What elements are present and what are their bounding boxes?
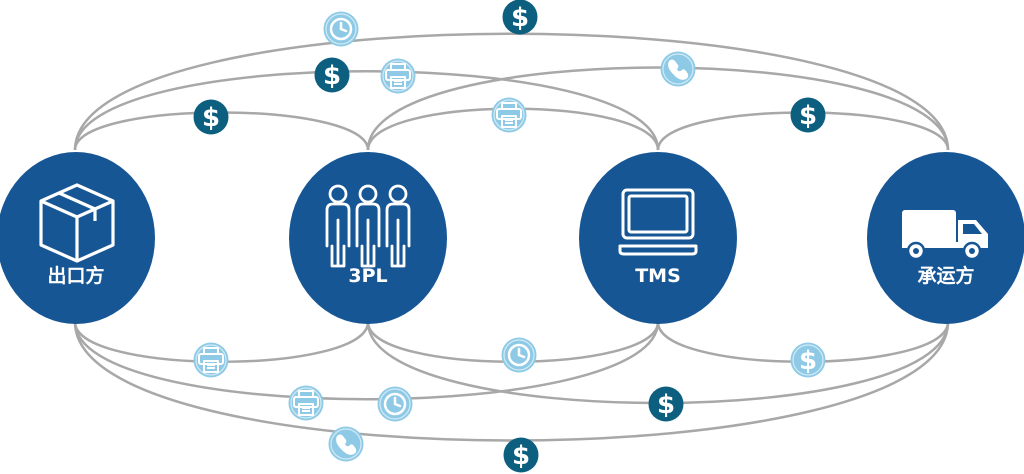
badge-clock xyxy=(323,11,359,47)
dollar-sign-glyph: $ xyxy=(799,346,817,376)
badge-circle xyxy=(502,0,538,35)
badge-group: $ $ $ $ $ $ $ xyxy=(193,0,826,473)
printer-icon xyxy=(385,63,411,89)
package-box-icon xyxy=(39,183,115,263)
dollar-icon: $ xyxy=(799,346,817,376)
node-3pl: 3PL xyxy=(289,152,447,324)
badge-dollar: $ xyxy=(503,437,539,473)
dollar-icon: $ xyxy=(511,3,529,33)
badge-circle xyxy=(648,386,684,422)
badge-circle xyxy=(328,426,364,462)
node-tms: TMS xyxy=(579,152,737,324)
badge-dollar: $ xyxy=(790,342,826,378)
dollar-icon: $ xyxy=(202,103,220,133)
badge-printer xyxy=(193,342,229,378)
laptop-icon xyxy=(618,188,698,256)
dollar-sign-glyph: $ xyxy=(799,101,817,131)
three-people-icon xyxy=(325,184,411,268)
badge-dollar: $ xyxy=(314,57,350,93)
node-group: 出口方 3PL TMS 承运方 xyxy=(0,152,1024,324)
clock-icon xyxy=(507,343,531,367)
node-label: 承运方 xyxy=(917,264,974,287)
badge-circle xyxy=(790,97,826,133)
arc-3pl-carrier-top xyxy=(366,66,950,151)
arc-exporter-tms-bottom xyxy=(73,321,660,401)
phone-icon xyxy=(336,434,357,455)
badge-phone xyxy=(660,51,696,87)
clock-icon xyxy=(329,17,353,41)
delivery-truck-icon xyxy=(902,210,988,261)
dollar-sign-glyph: $ xyxy=(657,390,675,420)
phone-icon xyxy=(668,59,689,80)
badge-circle xyxy=(193,99,229,135)
badge-dollar: $ xyxy=(790,97,826,133)
node-label: TMS xyxy=(635,265,681,287)
badge-clock xyxy=(501,337,537,373)
node-exporter: 出口方 xyxy=(0,152,155,324)
connector-lines xyxy=(73,32,950,442)
dollar-sign-glyph: $ xyxy=(202,103,220,133)
dollar-sign-glyph: $ xyxy=(511,3,529,33)
badge-dollar: $ xyxy=(193,99,229,135)
badge-printer xyxy=(380,58,416,94)
badge-circle xyxy=(660,51,696,87)
badge-dollar: $ xyxy=(648,386,684,422)
badge-circle xyxy=(503,437,539,473)
dollar-icon: $ xyxy=(323,61,341,91)
dollar-sign-glyph: $ xyxy=(323,61,341,91)
arc-exporter-carrier-top-outer xyxy=(73,32,950,151)
dollar-icon: $ xyxy=(512,441,530,471)
dollar-icon: $ xyxy=(657,390,675,420)
badge-dollar: $ xyxy=(502,0,538,35)
badge-printer xyxy=(491,97,527,133)
badge-circle xyxy=(314,57,350,93)
badge-clock xyxy=(377,386,413,422)
node-carrier: 承运方 xyxy=(867,152,1024,324)
clock-icon xyxy=(383,392,407,416)
node-label: 出口方 xyxy=(47,264,104,287)
badge-circle xyxy=(790,342,826,378)
printer-icon xyxy=(496,102,522,128)
dollar-sign-glyph: $ xyxy=(512,441,530,471)
printer-icon xyxy=(198,347,224,373)
printer-icon xyxy=(293,390,319,416)
badge-printer xyxy=(288,385,324,421)
node-label: 3PL xyxy=(348,265,387,287)
badge-phone xyxy=(328,426,364,462)
dollar-icon: $ xyxy=(799,101,817,131)
arc-exporter-tms-top xyxy=(73,70,660,151)
